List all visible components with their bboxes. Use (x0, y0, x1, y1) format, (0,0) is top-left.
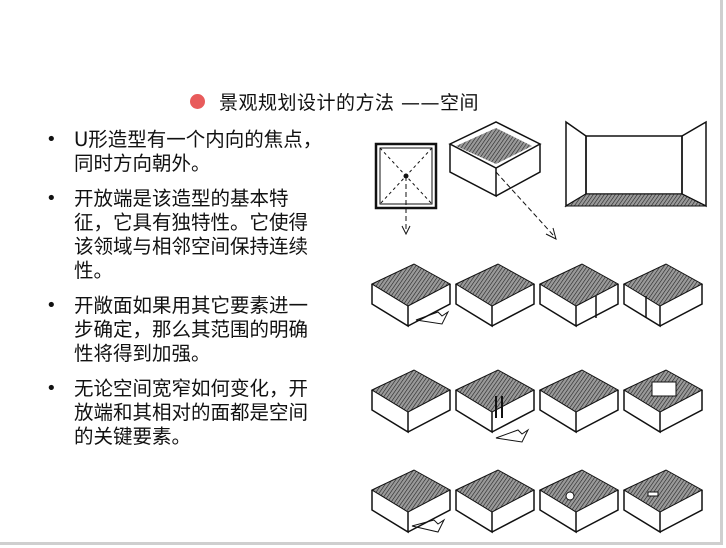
u-box-sketch (622, 263, 704, 328)
slide-title: 景观规划设计的方法 ——空间 (190, 88, 479, 115)
u-box-sketch (622, 369, 704, 434)
u-box-sketch (454, 469, 536, 534)
title-text: 景观规划设计的方法 ——空间 (219, 92, 480, 114)
u-box-sketch (538, 369, 620, 434)
u-box-sketch (538, 469, 620, 534)
title-bullet-dot-icon (190, 94, 205, 109)
u-box-sketch (370, 263, 452, 328)
plan-view-sketch (374, 142, 438, 236)
bullet-icon: • (46, 295, 57, 316)
bullet-item: • 开放端是该造型的基本特征，它具有独特性。它使得该领域与相邻空间保持连续性。 (44, 187, 324, 283)
u-box-sketch (454, 263, 536, 328)
u-box-grid (370, 263, 704, 534)
oblique-box-sketch (448, 121, 557, 240)
bullet-text: U形造型有一个内向的焦点，同时方向朝外。 (74, 128, 323, 175)
bullet-icon: • (46, 378, 57, 399)
u-box-sketch (370, 369, 452, 434)
bullet-item: • U形造型有一个内向的焦点，同时方向朝外。 (44, 128, 324, 176)
u-box-sketch (370, 469, 452, 534)
bullet-item: • 开敞面如果用其它要素进一步确定，那么其范围的明确性将得到加强。 (44, 294, 324, 366)
sketch-figure (370, 120, 707, 534)
u-box-sketch (538, 263, 620, 328)
u-shaped-space-sketches-icon (360, 114, 720, 544)
bullet-list: • U形造型有一个内向的焦点，同时方向朝外。 • 开放端是该造型的基本特征，它具有独… (44, 128, 324, 460)
bullet-item: • 无论空间宽窄如何变化，开放端和其相对的面都是空间的关键要素。 (44, 377, 324, 449)
bullet-text: 开放端是该造型的基本特征，它具有独特性。它使得该领域与相邻空间保持连续性。 (74, 187, 309, 282)
bullet-icon: • (46, 188, 57, 209)
u-box-sketch (454, 369, 536, 443)
u-box-sketch (622, 469, 704, 534)
bullet-text: 无论空间宽窄如何变化，开放端和其相对的面都是空间的关键要素。 (74, 377, 309, 448)
bullet-icon: • (46, 129, 57, 150)
bullet-text: 开敞面如果用其它要素进一步确定，那么其范围的明确性将得到加强。 (74, 294, 309, 365)
interior-perspective-sketch (564, 120, 707, 208)
